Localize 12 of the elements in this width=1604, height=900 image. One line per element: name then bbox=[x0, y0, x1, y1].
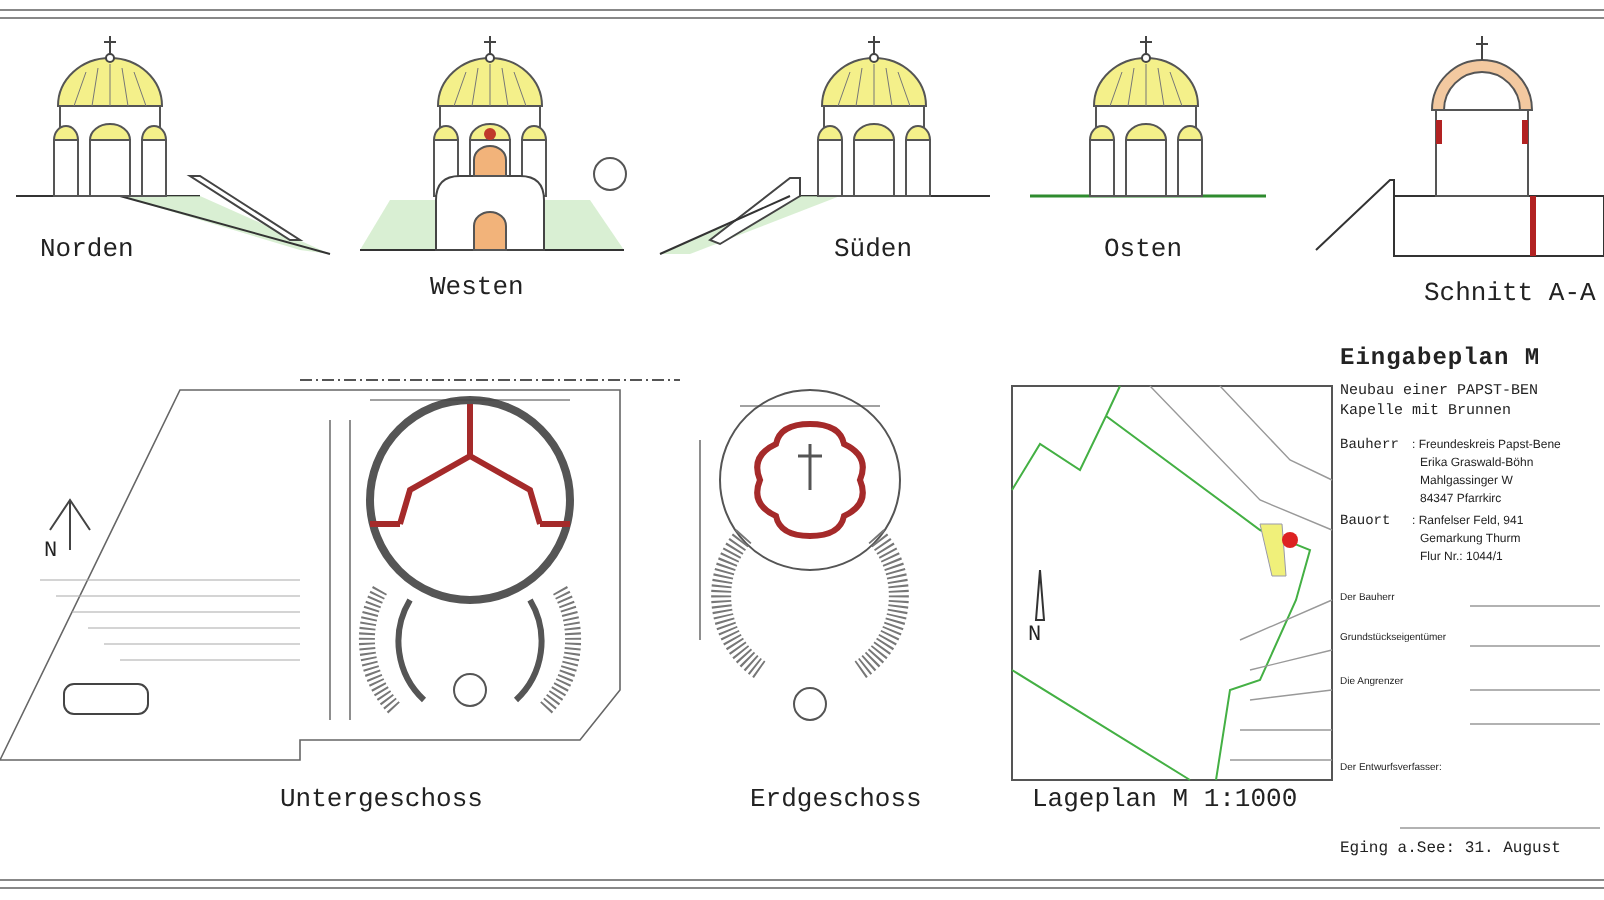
view-caption: Süden bbox=[834, 236, 913, 265]
sheet-title: Eingabeplan M bbox=[1340, 346, 1541, 373]
view-caption: Lageplan M 1:1000 bbox=[1032, 786, 1298, 815]
view-caption: Untergeschoss bbox=[280, 786, 483, 815]
title-block-text: Eging a.See: 31. August bbox=[1340, 842, 1561, 860]
north-label: N bbox=[44, 540, 58, 565]
view-caption: Erdgeschoss bbox=[750, 786, 922, 815]
view-caption: Schnitt A-A bbox=[1424, 280, 1596, 309]
view-caption: Norden bbox=[40, 236, 134, 265]
view-caption: Osten bbox=[1104, 236, 1183, 265]
view-caption: Westen bbox=[430, 274, 524, 303]
north-label: N bbox=[1028, 624, 1042, 649]
